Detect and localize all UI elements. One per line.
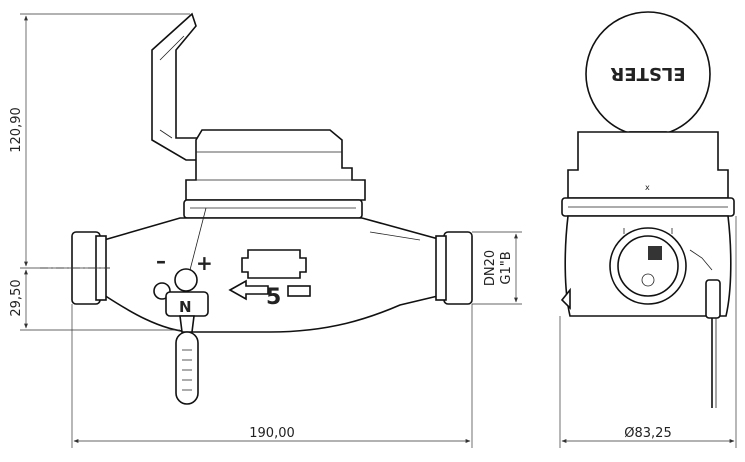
dim-axis-height: 29,50 [9, 279, 24, 316]
brand-logo: ELSTER [610, 63, 685, 84]
seal-handle [175, 331, 199, 405]
flow-number: 5 [266, 285, 281, 310]
register-housing [185, 129, 366, 201]
side-view: 5 – + N [71, 12, 473, 405]
front-view: ELSTER x [560, 11, 735, 408]
plus-mark: + [196, 251, 213, 275]
register-ring [183, 199, 363, 219]
seal-letter: N [179, 298, 192, 316]
dial-face [617, 235, 679, 297]
dimension-labels: 120,90 29,50 190,00 Ø83,25 DN20 G1"B [9, 107, 672, 441]
pipe-thread-label: G1"B [499, 251, 514, 284]
dim-length: 190,00 [249, 426, 295, 441]
flow-window [241, 249, 307, 279]
minus-mark: – [156, 249, 166, 273]
dial-indicator [648, 246, 662, 260]
dim-total-height: 120,90 [9, 107, 24, 153]
seal-wire-loop [174, 268, 198, 292]
meter-lid [151, 12, 201, 161]
right-pipe-end [443, 231, 473, 305]
flow-arrow [228, 279, 269, 301]
small-x-mark: x [645, 183, 650, 192]
dimension-lines [20, 13, 737, 448]
pipe-dn-label: DN20 [483, 250, 498, 286]
front-seal-tag [705, 279, 721, 319]
dim-diameter: Ø83,25 [624, 426, 671, 441]
